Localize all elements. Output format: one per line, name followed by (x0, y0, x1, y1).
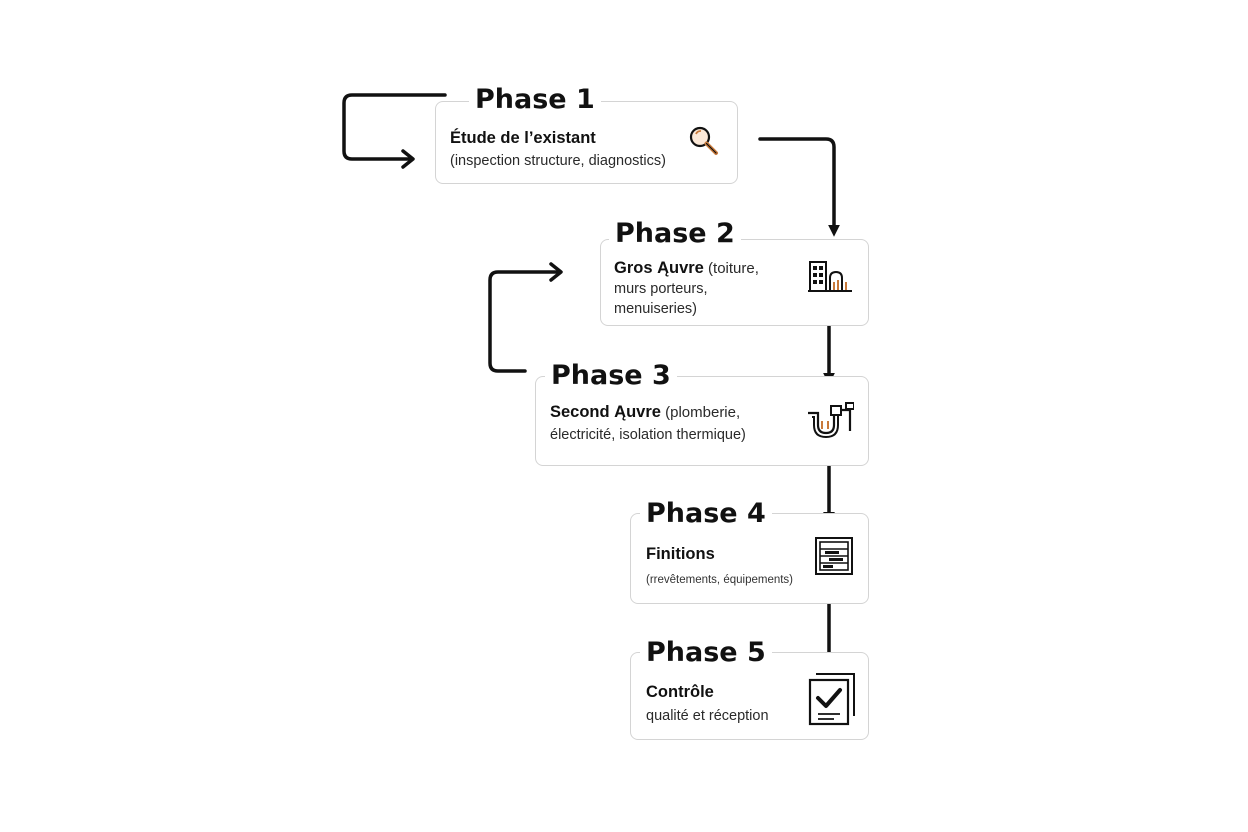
magnifier-icon (687, 124, 721, 163)
phase-4-body: Finitions (rrevêtements, équipements) (646, 544, 816, 590)
phase-3-description: électricité, isolation thermique) (550, 427, 746, 443)
phase-5-description: qualité et réception (646, 708, 769, 724)
phase-2-label-rest: (toiture, (703, 260, 759, 277)
phase-4-title: Phase 4 (640, 498, 772, 530)
phase-2-label: Gros Ąuvre (614, 259, 704, 277)
phase-5-body: Contrôle qualité et réception (646, 682, 806, 726)
phase-2-box (600, 239, 869, 326)
plumbing-icon (806, 401, 855, 444)
loop-arrow-phase3-to-phase2 (488, 270, 560, 373)
phase-2-title: Phase 2 (609, 218, 741, 250)
phase-2-description-line-1: murs porteurs, (614, 281, 708, 297)
finishes-panel-icon (814, 536, 854, 581)
phase-4-label: Finitions (646, 545, 715, 563)
phase-2-description-line-2: menuiseries) (614, 301, 697, 317)
phase-3-body: Second Ąuvre (plomberie, électricité, is… (550, 402, 800, 445)
phase-3-title: Phase 3 (545, 360, 677, 392)
phase-3-label: Second Ąuvre (550, 403, 661, 421)
phase-1-title: Phase 1 (469, 84, 601, 116)
phase-5-title: Phase 5 (640, 637, 772, 669)
phase-2-body: Gros Ąuvre (toiture, murs porteurs, menu… (614, 258, 794, 319)
arrow-phase1-to-phase2 (758, 137, 840, 237)
phase-1-description: (inspection structure, diagnostics) (450, 153, 666, 169)
phase-4-description: (rrevêtements, équipements) (646, 574, 794, 586)
building-icon (806, 258, 854, 299)
phase-1-label: Étude de l’existant (450, 129, 596, 147)
phase-5-label: Contrôle (646, 683, 714, 701)
checklist-icon (806, 672, 856, 733)
phase-3-label-rest: (plomberie, (660, 404, 741, 421)
phase-1-body: Étude de l’existant (inspection structur… (450, 128, 690, 171)
loop-arrow-phase1 (342, 93, 447, 161)
